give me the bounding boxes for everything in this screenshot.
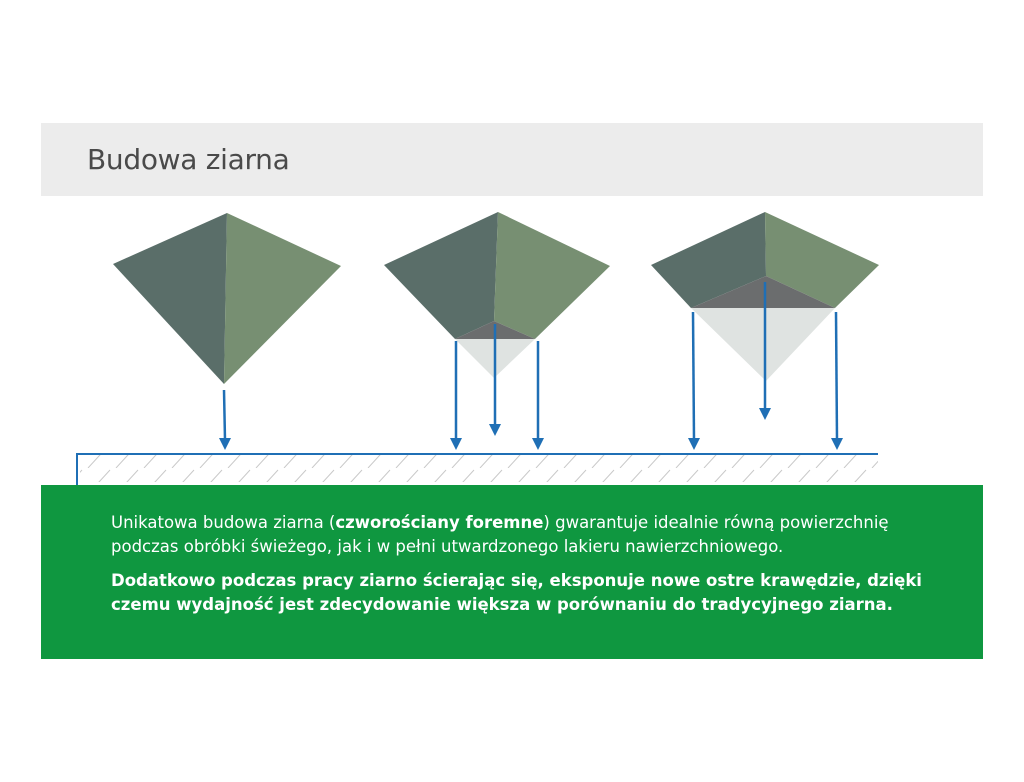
tetrahedron-grain-icon bbox=[113, 213, 341, 384]
hatched-surface-icon bbox=[80, 455, 878, 482]
info-paragraph-1: Unikatowa budowa ziarna (czworościany fo… bbox=[111, 511, 961, 559]
info-paragraph-2: Dodatkowo podczas pracy ziarno ścierając… bbox=[111, 571, 922, 614]
down-arrow-icon bbox=[489, 324, 501, 436]
info-text-bold: czworościany foremne bbox=[335, 513, 544, 532]
down-arrow-icon bbox=[219, 389, 231, 450]
down-arrow-icon bbox=[532, 341, 544, 450]
info-panel: Unikatowa budowa ziarna (czworościany fo… bbox=[41, 485, 983, 659]
tetrahedron-grain-icon bbox=[384, 212, 610, 378]
down-arrow-icon bbox=[831, 311, 843, 450]
down-arrow-icon bbox=[759, 282, 771, 420]
down-arrow-icon bbox=[450, 341, 462, 450]
header-band: Budowa ziarna bbox=[41, 123, 983, 196]
tetrahedron-grain-icon bbox=[651, 212, 879, 381]
page-title: Budowa ziarna bbox=[87, 143, 290, 176]
down-arrow-icon bbox=[688, 311, 700, 450]
info-text-prefix: Unikatowa budowa ziarna ( bbox=[111, 513, 336, 532]
info-text-suffix: ) gwarantuje idealnie równą powierzchnię… bbox=[111, 513, 889, 556]
info-text: Unikatowa budowa ziarna (czworościany fo… bbox=[111, 511, 961, 627]
